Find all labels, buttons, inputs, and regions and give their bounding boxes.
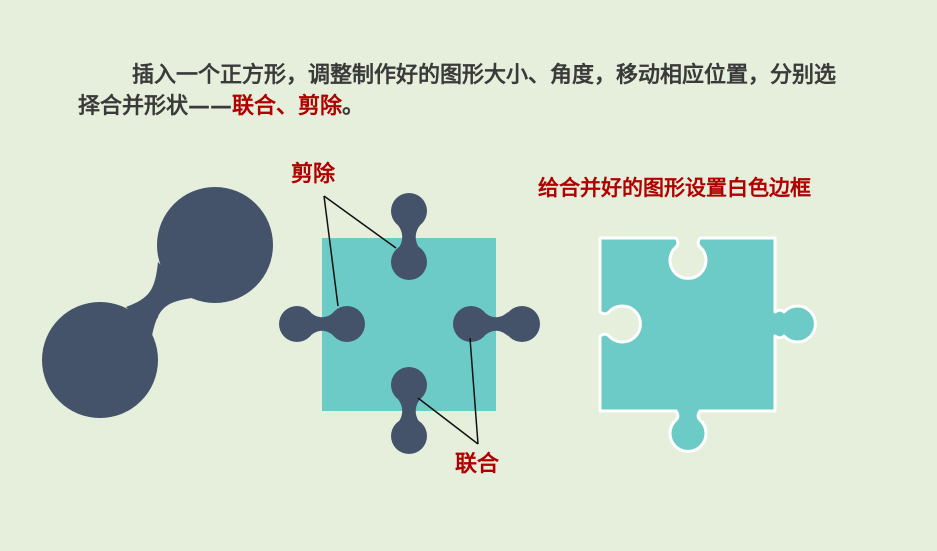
- dumbbell-large-circle: [42, 302, 158, 418]
- callout-lines: [323, 195, 479, 445]
- connector-top: [391, 193, 427, 280]
- callout-cut-label: 剪除: [291, 162, 336, 187]
- callout-union-label: 联合: [455, 452, 500, 477]
- puzzle-piece-outline: [598, 236, 817, 453]
- border-note-label: 给合并好的图形设置白色边框: [538, 176, 811, 200]
- connector-bottom: [391, 367, 427, 454]
- connector-right: [453, 306, 540, 342]
- instruction-plain: 插入一个正方形，调整制作好的图形大小、角度，移动相应位置，分别选择合并形状——: [78, 63, 837, 119]
- merge-example: [279, 193, 540, 454]
- union-pointer-right: [469, 337, 479, 445]
- cut-pointer-top: [323, 195, 397, 249]
- puzzle-piece: [598, 236, 817, 453]
- union-pointer-bottom: [417, 397, 479, 445]
- dumbbell-small-circle: [157, 187, 273, 303]
- cut-pointer-left: [323, 195, 339, 307]
- dumbbell-bridge: [126, 262, 192, 336]
- connector-left: [279, 306, 365, 342]
- instruction-text: 插入一个正方形，调整制作好的图形大小、角度，移动相应位置，分别选择合并形状——联…: [78, 60, 838, 122]
- dumbbell-shape: [42, 187, 273, 418]
- instruction-end: 。: [342, 94, 365, 119]
- instruction-highlight: 联合、剪除: [232, 94, 343, 119]
